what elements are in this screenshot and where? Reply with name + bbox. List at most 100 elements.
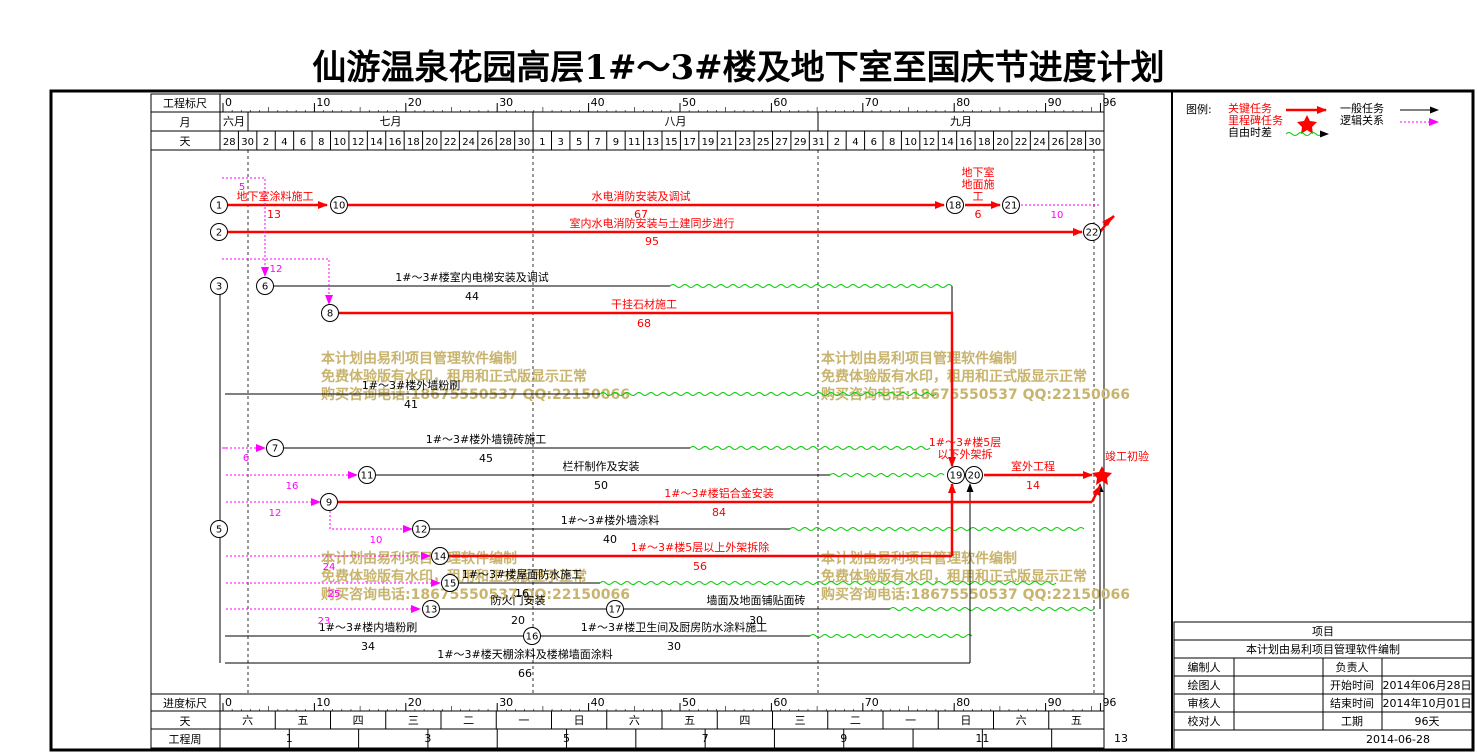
task-duration: 50	[594, 479, 608, 492]
link-lag: 10	[370, 535, 383, 546]
node-label: 13	[425, 605, 438, 616]
legend-title: 图例:	[1186, 102, 1212, 116]
task-name: 1#～3#楼卫生间及厨房防水涂料施工	[581, 620, 767, 634]
week-number: 1	[286, 732, 293, 745]
day-label: 26	[481, 137, 494, 148]
weekday-label: 五	[1071, 714, 1082, 727]
node-label: 20	[968, 471, 981, 482]
month-label: 九月	[950, 115, 972, 128]
task-name: 1#～3#楼外墙粉刷	[362, 378, 460, 392]
link-lag: 12	[270, 264, 283, 275]
node-17: 17	[606, 600, 624, 618]
task-name: 地下室涂料施工	[237, 189, 314, 203]
scale-tick: 90	[1048, 96, 1062, 109]
node-label: 6	[262, 282, 268, 293]
weekday-label: 天	[180, 715, 191, 728]
node-2: 2	[210, 223, 228, 241]
node-1: 1	[210, 196, 228, 214]
task-duration: 66	[518, 667, 532, 680]
day-label: 24	[1033, 137, 1046, 148]
day-label: 17	[683, 137, 696, 148]
progress-scale-label: 进度标尺	[163, 696, 207, 710]
day-label: 2	[834, 137, 840, 148]
scale-tick: 50	[682, 96, 696, 109]
week-number: 5	[563, 732, 570, 745]
float-line	[889, 607, 1095, 611]
day-label: 28	[1070, 137, 1083, 148]
info-value: 2014年06月28日	[1383, 678, 1472, 692]
day-label: 1	[539, 137, 545, 148]
day-label: 22	[444, 137, 457, 148]
node-label: 16	[526, 632, 539, 643]
watermark-line: 免费体验版有水印，租用和正式版显示正常	[321, 368, 587, 385]
info-value: 96天	[1415, 715, 1440, 728]
day-label: 8	[889, 137, 895, 148]
day-label: 8	[318, 137, 324, 148]
watermark-line: 本计划由易利项目管理软件编制	[321, 550, 517, 567]
node-22: 22	[1083, 223, 1101, 241]
month-row: 六月七月八月九月	[223, 112, 1105, 131]
scale-tick: 30	[499, 96, 513, 109]
task-name: 以下外架拆	[938, 447, 993, 461]
info-label: 开始时间	[1330, 678, 1374, 692]
node-10: 10	[330, 196, 348, 214]
node-20: 20	[965, 466, 983, 484]
day-label: 24	[462, 137, 475, 148]
weekday-label: 六	[629, 714, 640, 727]
info-label: 负责人	[1336, 660, 1369, 674]
day-label: 10	[904, 137, 917, 148]
task-duration: 56	[693, 560, 707, 573]
day-label: 4	[281, 137, 287, 148]
day-label: 6	[871, 137, 877, 148]
day-label: 27	[775, 137, 788, 148]
info-label: 审核人	[1188, 696, 1221, 710]
day-label: 23	[739, 137, 752, 148]
task-name: 地下室	[962, 165, 995, 179]
day-label: 30	[518, 137, 531, 148]
legend-normal-label: 一般任务	[1340, 102, 1384, 115]
node-21: 21	[1002, 196, 1020, 214]
task-name: 1#～3#楼内墙粉刷	[319, 620, 417, 634]
watermark-line: 本计划由易利项目管理软件编制	[821, 350, 1017, 367]
month-label: 六月	[223, 115, 245, 128]
scale-tick: 10	[316, 696, 330, 709]
float-line	[599, 581, 1057, 585]
node-8: 8	[321, 304, 339, 322]
task-name: 1#～3#楼室内电梯安装及调试	[395, 270, 548, 284]
task-duration: 41	[404, 398, 418, 411]
node-14: 14	[431, 547, 449, 565]
node-label: 5	[216, 525, 222, 536]
project-value: 本计划由易利项目管理软件编制	[1246, 642, 1400, 656]
normal-task-lines	[219, 285, 1104, 664]
float-line	[789, 527, 1085, 531]
task-name: 1#～3#楼铝合金安装	[664, 486, 773, 500]
link-lag: 23	[318, 616, 331, 627]
day-label: 7	[594, 137, 600, 148]
day-label: 5	[576, 137, 582, 148]
weekday-row: 六五四三二一日六五四三二一日六五	[242, 711, 1082, 729]
project-label: 项目	[1312, 625, 1334, 638]
task-duration: 67	[634, 208, 648, 221]
info-table	[1173, 621, 1474, 751]
scale-tick: 20	[408, 96, 422, 109]
weekday-label: 五	[297, 714, 308, 727]
outer-frame	[49, 89, 1475, 752]
scale-tick: 30	[499, 696, 513, 709]
scale-tick: 96	[1102, 696, 1116, 709]
info-label: 绘图人	[1188, 678, 1221, 692]
task-labels: 地下室涂料施工 13 水电消防安装及调试 67 地下室 地面施 工 6 室内水电…	[237, 165, 1150, 680]
legend: 图例: 关键任务 里程碑任务 自由时差 一般任务 逻辑关系	[1186, 101, 1439, 139]
node-label: 10	[333, 201, 346, 212]
task-duration: 40	[603, 533, 617, 546]
day-label: 28	[223, 137, 236, 148]
day-label: 13	[646, 137, 659, 148]
link-lag: 16	[286, 481, 299, 492]
link-lag: 10	[1051, 210, 1064, 221]
node-15: 15	[441, 574, 459, 592]
weekday-label: 日	[960, 714, 971, 727]
weekday-label: 六	[1016, 714, 1027, 727]
info-label: 编制人	[1188, 660, 1221, 674]
